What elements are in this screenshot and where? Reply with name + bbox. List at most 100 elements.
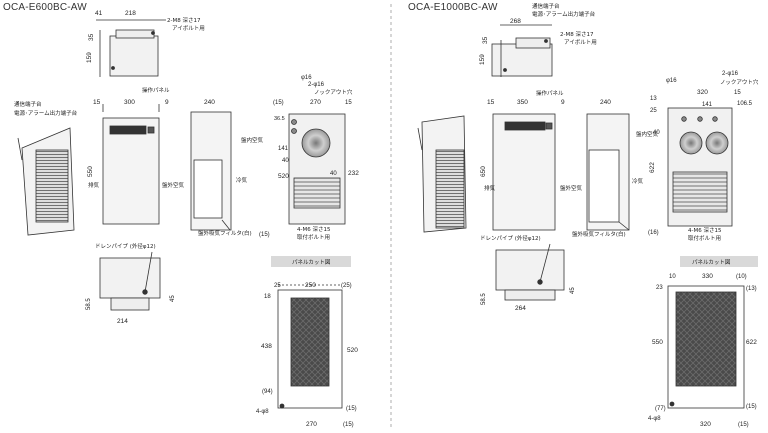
right-back-d25: 25 [650, 108, 657, 114]
right-back-m6-sub: 取付ボルト用 [688, 234, 721, 242]
model-title-left: OCA-E600BC-AW [3, 2, 87, 13]
right-back-d16b: (16) [648, 230, 659, 236]
left-back-d15c: (15) [259, 232, 270, 238]
right-cut-title: パネルカット図 [692, 259, 731, 266]
right-front-view [492, 113, 556, 231]
right-bottom-d264: 264 [515, 305, 526, 312]
right-cut-d13: (13) [746, 286, 757, 292]
left-top-d35: 35 [88, 33, 95, 41]
left-cut-d270: 270 [306, 421, 317, 428]
left-back-d15a: (15) [273, 100, 284, 106]
left-back-view [288, 113, 346, 225]
right-back-d13: 13 [650, 96, 657, 102]
left-cut-title: パネルカット図 [292, 259, 331, 266]
model-title-right: OCA-E1000BC-AW [408, 2, 498, 13]
right-cut-d330: 330 [702, 273, 713, 280]
left-cut-d25b: (25) [341, 283, 352, 289]
left-side-d240: 240 [204, 99, 215, 106]
right-side-cold: 冷気 [632, 177, 644, 185]
left-back-m6-sub: 取付ボルト用 [297, 233, 330, 241]
left-side-cold: 冷気 [236, 176, 248, 184]
right-top-bolt: 2-M8 深さ17 [560, 30, 594, 38]
left-front-intake: 盤外空気 [162, 181, 185, 189]
right-back-m6: 4-M6 深さ15 [688, 226, 722, 234]
right-front-d350: 350 [517, 99, 528, 106]
right-side-filter: 盤外吸気フィルタ(白) [572, 230, 626, 238]
right-cut-d10b: (10) [736, 274, 747, 280]
right-back-d16: φ16 [666, 78, 677, 84]
right-cut-d10: 10 [669, 274, 676, 280]
right-panel-cut [667, 256, 758, 409]
left-front-exhaust: 排気 [88, 181, 100, 189]
right-cut-d550: 550 [652, 339, 663, 346]
left-bottom-d214: 214 [117, 318, 128, 325]
right-top-d159: 159 [479, 54, 486, 65]
left-cut-d250: 250 [305, 282, 316, 289]
right-side-view [586, 113, 630, 231]
right-back-view [667, 107, 733, 227]
left-bottom-view [99, 251, 161, 311]
right-top-d35: 35 [482, 36, 489, 44]
right-back-d1065: 106.5 [737, 101, 753, 107]
left-cut-hole: 4-φ8 [256, 409, 269, 415]
right-front-d15: 15 [487, 99, 495, 106]
left-bottom-drain: ドレンパイプ (外径φ12) [95, 242, 156, 250]
right-back-d320: 320 [697, 89, 708, 96]
right-front-intake: 盤外空気 [560, 184, 583, 192]
left-cut-d15b: (15) [343, 422, 354, 428]
left-back-d216: 2-φ16 [308, 82, 325, 88]
left-back-d365: 36.5 [274, 116, 285, 122]
left-front-d9: 9 [165, 99, 169, 106]
right-cut-d320: 320 [700, 421, 711, 428]
right-side-d240: 240 [600, 99, 611, 106]
left-cut-d520: 520 [347, 347, 358, 354]
left-back-d40: 40 [282, 158, 289, 164]
left-back-d40b: 40 [330, 171, 337, 177]
left-side-view [190, 111, 232, 231]
right-top-power: 電源･アラーム出力端子台 [532, 10, 596, 18]
left-top-bolt-sub: アイボルト用 [172, 24, 205, 32]
left-back-d520: 520 [278, 173, 289, 180]
right-front-panel: 操作パネル [536, 89, 564, 97]
left-front-side-open [17, 127, 75, 236]
right-side-internal: 盤内空気 [636, 130, 659, 138]
left-cut-d15: (15) [346, 406, 357, 412]
left-cut-d438: 438 [261, 343, 272, 350]
left-back-d16: φ16 [301, 75, 312, 81]
right-top-terminal: 通信端子台 [532, 2, 560, 10]
left-side-filter: 盤外吸気フィルタ(白) [198, 229, 252, 237]
right-back-d141: 141 [702, 102, 713, 108]
left-top-bolt: 2-M8 深さ17 [167, 16, 201, 24]
right-back-d216: 2-φ16 [722, 71, 739, 77]
right-top-bolt-sub: アイボルト用 [564, 38, 597, 46]
left-front-d550: 550 [87, 166, 94, 177]
right-cut-d622: 622 [746, 339, 757, 346]
left-front-panel: 操作パネル [142, 86, 170, 94]
right-front-exhaust: 排気 [484, 184, 496, 192]
right-bottom-drain: ドレンパイプ (外径φ12) [480, 234, 541, 242]
right-bottom-d45: 45 [570, 287, 576, 294]
left-back-d270: 270 [310, 99, 321, 106]
left-front-view [102, 104, 160, 225]
right-back-d15: 15 [734, 90, 741, 96]
right-cut-hole: 4-φ8 [648, 416, 661, 422]
right-back-d622: 622 [649, 162, 656, 173]
left-top-d218: 218 [125, 10, 136, 17]
left-bottom-d45: 45 [170, 295, 176, 302]
left-back-d141: 141 [278, 146, 289, 152]
left-front-d300: 300 [124, 99, 135, 106]
right-top-d268: 268 [510, 18, 521, 25]
left-side-internal: 盤内空気 [241, 136, 264, 144]
right-back-knockout: ノックアウト穴 [720, 78, 759, 86]
right-bottom-d585: 58.5 [481, 293, 487, 305]
left-bottom-d585: 58.5 [86, 298, 92, 310]
left-back-d15b: 15 [345, 100, 352, 106]
right-front-d9: 9 [561, 99, 565, 106]
left-power-terminal: 電源･アラーム出力端子台 [14, 109, 78, 117]
right-cut-d23: 23 [656, 285, 663, 291]
left-cut-d18: 18 [264, 294, 271, 300]
left-panel-cut [271, 256, 351, 409]
left-top-d159: 159 [86, 52, 93, 63]
